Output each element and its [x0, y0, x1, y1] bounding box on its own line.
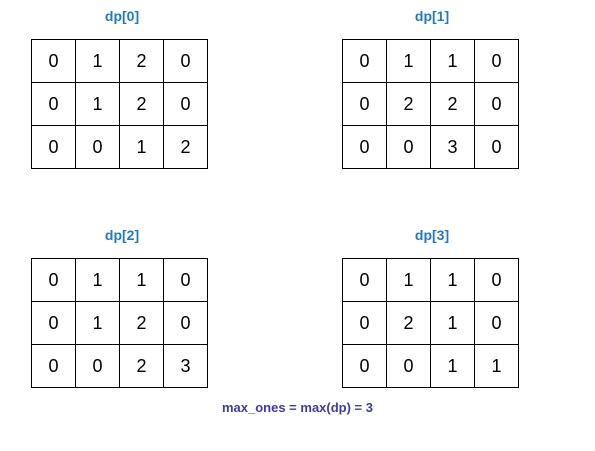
grid-cell: 0: [31, 82, 76, 126]
grid-cell: 2: [119, 301, 164, 345]
grid-cell: 0: [342, 82, 387, 126]
panel-title-dp3: dp[3]: [414, 227, 450, 243]
grid-cell: 2: [386, 82, 431, 126]
grid-row: 0 0 1 2: [31, 125, 208, 169]
result-caption: max_ones = max(dp) = 3: [221, 400, 373, 415]
grid-cell: 0: [163, 82, 208, 126]
grid-cell: 1: [430, 301, 475, 345]
grid-row: 0 0 1 1: [342, 344, 519, 388]
panel-title-dp2: dp[2]: [104, 227, 140, 243]
grid-row: 0 2 2 0: [342, 82, 519, 126]
grid-cell: 0: [31, 344, 76, 388]
grid-cell: 0: [342, 344, 387, 388]
panel-title-dp1: dp[1]: [414, 8, 450, 24]
grid-cell: 1: [75, 301, 120, 345]
grid-cell: 0: [31, 125, 76, 169]
grid-row: 0 0 3 0: [342, 125, 519, 169]
grid-cell: 0: [474, 258, 519, 302]
grid-row: 0 1 2 0: [31, 301, 208, 345]
grid-row: 0 1 1 0: [342, 258, 519, 302]
grid-cell: 1: [430, 344, 475, 388]
grid-cell: 2: [119, 39, 164, 83]
grid-row: 0 1 2 0: [31, 82, 208, 126]
grid-cell: 0: [31, 301, 76, 345]
grid-row: 0 1 2 0: [31, 39, 208, 83]
grid-row: 0 1 1 0: [342, 39, 519, 83]
grid-cell: 1: [75, 82, 120, 126]
grid-cell: 2: [119, 82, 164, 126]
grid-cell: 0: [31, 258, 76, 302]
grid-cell: 0: [474, 301, 519, 345]
grid-cell: 0: [474, 82, 519, 126]
grid-cell: 1: [75, 39, 120, 83]
grid-cell: 0: [342, 39, 387, 83]
grid-dp2: 0 1 1 0 0 1 2 0 0 0 2 3: [31, 258, 208, 388]
grid-cell: 1: [119, 125, 164, 169]
grid-cell: 0: [342, 301, 387, 345]
grid-row: 0 0 2 3: [31, 344, 208, 388]
grid-cell: 0: [474, 39, 519, 83]
grid-cell: 2: [386, 301, 431, 345]
grid-row: 0 2 1 0: [342, 301, 519, 345]
grid-cell: 3: [430, 125, 475, 169]
grid-cell: 1: [75, 258, 120, 302]
grid-dp0: 0 1 2 0 0 1 2 0 0 0 1 2: [31, 39, 208, 169]
grid-cell: 3: [163, 344, 208, 388]
grid-cell: 1: [474, 344, 519, 388]
grid-cell: 0: [31, 39, 76, 83]
grid-cell: 2: [163, 125, 208, 169]
grid-cell: 2: [119, 344, 164, 388]
grid-cell: 1: [386, 39, 431, 83]
grid-cell: 1: [430, 39, 475, 83]
grid-cell: 0: [342, 258, 387, 302]
grid-cell: 0: [386, 344, 431, 388]
grid-cell: 0: [474, 125, 519, 169]
grid-dp3: 0 1 1 0 0 2 1 0 0 0 1 1: [342, 258, 519, 388]
grid-cell: 1: [386, 258, 431, 302]
grid-dp1: 0 1 1 0 0 2 2 0 0 0 3 0: [342, 39, 519, 169]
grid-cell: 0: [75, 125, 120, 169]
grid-cell: 1: [119, 258, 164, 302]
panel-title-dp0: dp[0]: [104, 8, 140, 24]
grid-cell: 1: [430, 258, 475, 302]
grid-cell: 0: [386, 125, 431, 169]
grid-cell: 0: [163, 39, 208, 83]
grid-cell: 0: [163, 301, 208, 345]
grid-cell: 0: [75, 344, 120, 388]
grid-cell: 0: [342, 125, 387, 169]
grid-row: 0 1 1 0: [31, 258, 208, 302]
grid-cell: 0: [163, 258, 208, 302]
grid-cell: 2: [430, 82, 475, 126]
